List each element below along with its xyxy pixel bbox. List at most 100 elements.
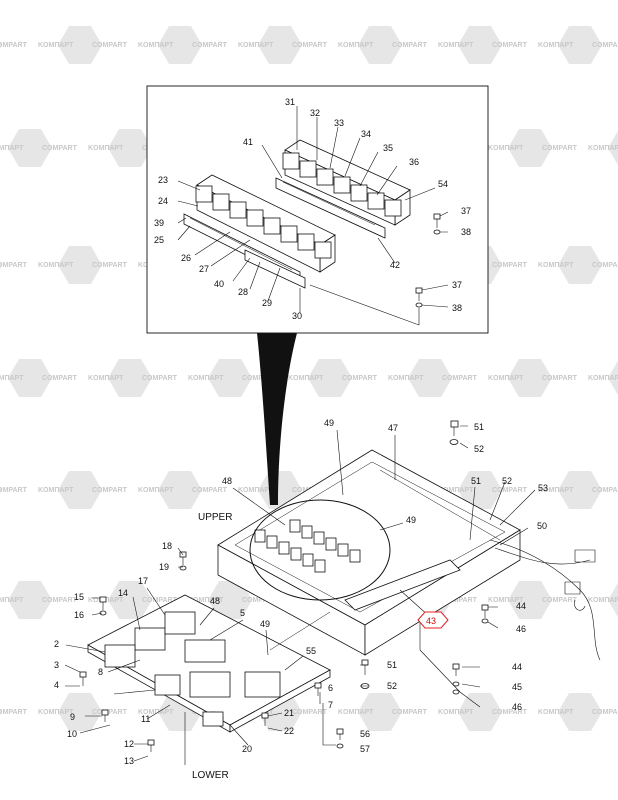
lower-screws — [79, 420, 489, 752]
callout-4: 4 — [54, 680, 59, 690]
watermark-text: KOMПAPT — [388, 375, 424, 382]
watermark-text: COMPART — [292, 42, 328, 49]
watermark-tile: KOMПAPT COMPART — [38, 693, 128, 731]
callout-45: 45 — [512, 682, 522, 692]
watermark-tile: KOMПAPT COMPART — [38, 471, 128, 509]
callout-51b: 51 — [471, 476, 481, 486]
watermark-text: COMPART — [0, 487, 28, 494]
highlighted-part-label: 43 — [426, 616, 436, 626]
callout-28: 28 — [238, 287, 248, 297]
watermark-text: COMPART — [42, 375, 78, 382]
watermark-text: COMPART — [492, 709, 528, 716]
callout-38b: 38 — [452, 303, 462, 313]
watermark-tile: KOMПAPT COMPART — [388, 359, 478, 397]
callout-50: 50 — [537, 521, 547, 531]
callout-46a: 46 — [516, 624, 526, 634]
watermark-tile: KOMПAPT COMPART — [338, 693, 428, 731]
callout-51c: 51 — [387, 660, 397, 670]
watermark-text: COMPART — [92, 709, 128, 716]
callout-44a: 44 — [516, 601, 526, 611]
watermark-text: KOMПAPT — [438, 709, 474, 716]
watermark-tile: KOMПAPT COMPART — [538, 26, 618, 64]
section-label-lower: LOWER — [192, 770, 229, 781]
upper-box-relays — [254, 519, 361, 573]
callout-39: 39 — [154, 218, 164, 228]
watermark-text: KOMПAPT — [288, 375, 324, 382]
callout-42: 42 — [390, 260, 400, 270]
watermark-text: COMPART — [192, 487, 228, 494]
callout-2: 2 — [54, 639, 59, 649]
watermark-text: COMPART — [92, 42, 128, 49]
watermark-text: COMPART — [0, 709, 28, 716]
callout-23: 23 — [158, 175, 168, 185]
watermark-text: KOMПAPT — [138, 487, 174, 494]
watermark-text: COMPART — [242, 597, 278, 604]
watermark-text: KOMПAPT — [338, 709, 374, 716]
callout-33: 33 — [334, 118, 344, 128]
watermark-text: KOMПAPT — [38, 487, 74, 494]
callout-44b: 44 — [512, 662, 522, 672]
callout-31: 31 — [285, 97, 295, 107]
callout-36: 36 — [409, 157, 419, 167]
watermark-text: KOMПAPT — [188, 375, 224, 382]
callout-52a: 52 — [474, 444, 484, 454]
watermark-text: KOMПAPT — [488, 375, 524, 382]
watermark-text: KOMПAPT — [538, 487, 574, 494]
callout-19: 19 — [159, 562, 169, 572]
callout-13: 13 — [124, 756, 134, 766]
callout-47: 47 — [388, 423, 398, 433]
callout-49a: 49 — [324, 418, 334, 428]
watermark-text: KOMПAPT — [488, 145, 524, 152]
watermark-text: KOMПAPT — [588, 597, 618, 604]
upper-box — [217, 449, 601, 661]
watermark-text: COMPART — [92, 487, 128, 494]
callout-40: 40 — [214, 279, 224, 289]
inset-bolt-upper — [433, 213, 441, 235]
watermark-text: COMPART — [392, 709, 428, 716]
callout-52c: 52 — [387, 681, 397, 691]
callout-17: 17 — [138, 576, 148, 586]
watermark-text: KOMПAPT — [0, 597, 24, 604]
callout-10: 10 — [67, 729, 77, 739]
relay-bank-left — [183, 174, 336, 289]
callout-12: 12 — [124, 739, 134, 749]
watermark-text: KOMПAPT — [88, 145, 124, 152]
callout-51a: 51 — [474, 422, 484, 432]
watermark-text: COMPART — [592, 709, 618, 716]
detail-pointer-arrow — [257, 333, 297, 505]
watermark-text: KOMПAPT — [38, 262, 74, 269]
watermark-text: COMPART — [142, 597, 178, 604]
watermark-text: KOMПAPT — [138, 709, 174, 716]
callout-56: 56 — [360, 729, 370, 739]
callout-34: 34 — [361, 129, 371, 139]
watermark-text: COMPART — [592, 42, 618, 49]
watermark-text: KOMПAPT — [438, 42, 474, 49]
callout-18: 18 — [162, 541, 172, 551]
watermark-text: KOMПAPT — [38, 709, 74, 716]
watermark-text: COMPART — [442, 375, 478, 382]
callout-29: 29 — [262, 298, 272, 308]
watermark-text: KOMПAPT — [538, 262, 574, 269]
watermark-text: COMPART — [492, 487, 528, 494]
callout-55: 55 — [306, 646, 316, 656]
callout-49b: 49 — [406, 515, 416, 525]
watermark-text: KOMПAPT — [538, 42, 574, 49]
callout-20: 20 — [242, 744, 252, 754]
